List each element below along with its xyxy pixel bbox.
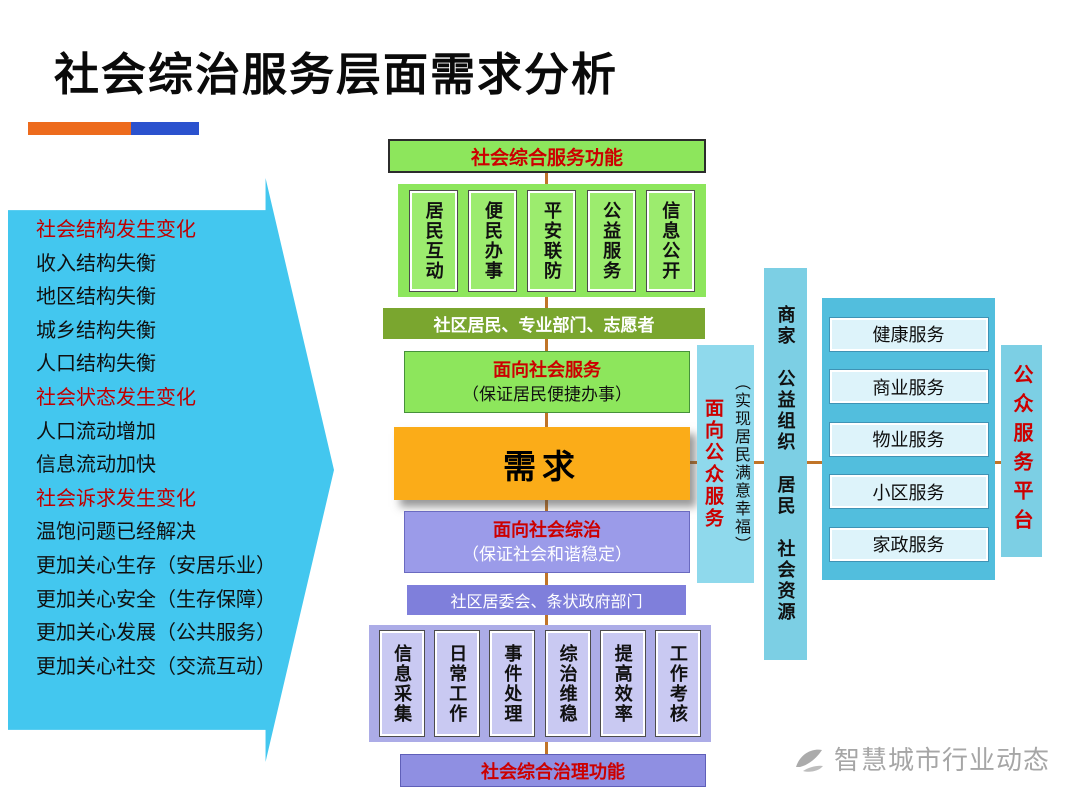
- resource-label: 商家: [775, 305, 796, 347]
- public-service-title: 面向公众服务: [702, 398, 723, 530]
- list-item: 更加关心社交（交流互动）: [36, 655, 276, 678]
- list-item: 地区结构失衡: [36, 286, 156, 309]
- list-item: 社会结构发生变化: [36, 219, 196, 241]
- demand-drivers-arrow: 社会结构发生变化 收入结构失衡 地区结构失衡 城乡结构失衡 人口结构失衡 社会状…: [8, 178, 334, 762]
- list-item: 社会诉求发生变化: [36, 487, 196, 510]
- service-item-box: 信息公开: [645, 189, 695, 292]
- demand-drivers-list: 社会结构发生变化 收入结构失衡 地区结构失衡 城乡结构失衡 人口结构失衡 社会状…: [36, 214, 276, 684]
- governance-item-label: 工作考核: [667, 643, 688, 724]
- governance-item-label: 提高效率: [612, 643, 633, 724]
- list-item: 人口结构失衡: [36, 353, 156, 376]
- service-item-box: 居民互动: [409, 189, 459, 292]
- platform-label: 公众服务平台: [1010, 364, 1032, 538]
- social-service-subtitle: （保证居民便捷办事）: [462, 384, 632, 404]
- governance-box: 面向社会综治 （保证社会和谐稳定）: [404, 511, 690, 573]
- public-service-box: 健康服务: [828, 316, 989, 352]
- service-item-box: 便民办事: [468, 189, 518, 292]
- service-actors-bar: 社区居民、专业部门、志愿者: [383, 308, 705, 339]
- service-item-label: 公益服务: [601, 200, 622, 281]
- public-service-box: 家政服务: [828, 526, 989, 562]
- governance-actors-bar: 社区居委会、条状政府部门: [407, 585, 686, 615]
- governance-item-box: 信息采集: [379, 630, 426, 737]
- list-item: 更加关心安全（生存保障）: [36, 588, 276, 611]
- service-item-label: 信息公开: [660, 200, 681, 281]
- service-items-panel: 居民互动 便民办事 平安联防 公益服务 信息公开: [398, 184, 706, 297]
- public-service-box: 物业服务: [828, 421, 989, 457]
- demand-box: 需求: [394, 427, 690, 500]
- public-service-box: 小区服务: [828, 474, 989, 509]
- public-service-box: 商业服务: [828, 369, 989, 404]
- page-title: 社会综治服务层面需求分析: [54, 49, 619, 100]
- list-item: 温饱问题已经解决: [36, 521, 196, 544]
- public-services-panel: 健康服务 商业服务 物业服务 小区服务 家政服务: [822, 298, 995, 580]
- resource-label: 社会资源: [775, 539, 796, 623]
- governance-subtitle: （保证社会和谐稳定）: [462, 544, 632, 564]
- governance-item-box: 日常工作: [434, 630, 481, 737]
- governance-item-label: 事件处理: [502, 643, 523, 724]
- governance-function-box: 社会综合治理功能: [400, 754, 706, 787]
- public-service-subtitle: （实现居民满意幸福）: [732, 374, 749, 554]
- watermark-text: 智慧城市行业动态: [834, 745, 1051, 775]
- list-item: 城乡结构失衡: [36, 319, 156, 342]
- service-item-label: 平安联防: [541, 200, 562, 281]
- list-item: 更加关心发展（公共服务）: [36, 622, 276, 645]
- platform-strip: 公众服务平台: [1001, 345, 1042, 557]
- governance-item-box: 事件处理: [489, 630, 536, 737]
- social-service-title: 面向社会服务: [493, 359, 601, 380]
- list-item: 收入结构失衡: [36, 252, 156, 275]
- watermark-logo-icon: [796, 749, 823, 772]
- underline-orange-segment: [28, 122, 131, 135]
- governance-title: 面向社会综治: [493, 519, 601, 540]
- governance-items-panel: 信息采集 日常工作 事件处理 综治维稳 提高效率 工作考核: [369, 625, 711, 742]
- service-item-box: 公益服务: [586, 189, 636, 292]
- resource-label: 居民: [775, 475, 796, 517]
- governance-item-box: 工作考核: [654, 630, 701, 737]
- service-item-box: 平安联防: [527, 189, 577, 292]
- list-item: 社会状态发生变化: [36, 386, 196, 409]
- list-item: 人口流动增加: [36, 420, 156, 443]
- list-item: 更加关心生存（安居乐业）: [36, 554, 276, 577]
- watermark: 智慧城市行业动态: [790, 740, 1050, 777]
- social-resources-strip: 商家 公益组织 居民 社会资源: [764, 268, 807, 660]
- governance-item-label: 日常工作: [447, 643, 468, 724]
- list-item: 信息流动加快: [36, 454, 156, 477]
- governance-item-label: 信息采集: [392, 643, 413, 724]
- public-service-strip: 面向公众服务 （实现居民满意幸福）: [697, 345, 754, 583]
- governance-item-box: 综治维稳: [544, 630, 591, 737]
- governance-item-label: 综治维稳: [557, 643, 578, 724]
- governance-item-box: 提高效率: [599, 630, 646, 737]
- underline-blue-segment: [131, 122, 199, 135]
- resource-label: 公益组织: [775, 369, 796, 453]
- social-service-box: 面向社会服务 （保证居民便捷办事）: [404, 351, 690, 413]
- title-underline: [28, 122, 199, 135]
- service-item-label: 居民互动: [423, 200, 444, 281]
- social-service-function-box: 社会综合服务功能: [388, 139, 706, 173]
- service-item-label: 便民办事: [482, 200, 503, 281]
